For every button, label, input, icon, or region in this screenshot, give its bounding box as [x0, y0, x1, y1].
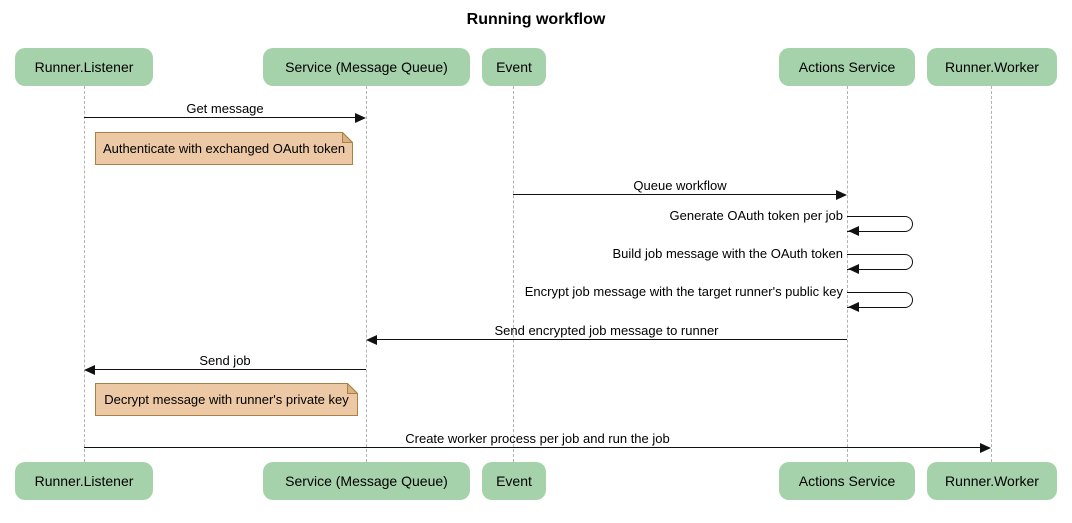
message-label-generate-oauth-token: Generate OAuth token per job	[669, 208, 843, 223]
lifeline-runner-worker	[991, 86, 992, 462]
diagram-title: Running workflow	[466, 11, 606, 28]
self-loop-build-job-message	[847, 254, 913, 270]
actor-box-runner-worker-top: Runner.Worker	[927, 48, 1057, 86]
message-line-create-worker	[84, 447, 981, 448]
message-line-queue-workflow	[513, 194, 837, 195]
message-label-build-job-message: Build job message with the OAuth token	[612, 246, 843, 261]
message-line-send-encrypted-job	[376, 339, 847, 340]
arrowhead-right-icon	[836, 190, 847, 200]
message-label-encrypt-job-message: Encrypt job message with the target runn…	[524, 284, 843, 299]
lifeline-event	[513, 86, 514, 462]
arrowhead-left-icon	[366, 335, 377, 345]
note-authenticate: Authenticate with exchanged OAuth token	[95, 132, 353, 165]
lifeline-actions-service	[846, 86, 848, 462]
self-loop-encrypt-job-message	[847, 292, 913, 308]
note-shape-icon	[95, 383, 358, 416]
actor-box-event-bottom: Event	[482, 462, 546, 500]
actor-box-actions-service-top: Actions Service	[779, 48, 915, 86]
note-decrypt: Decrypt message with runner's private ke…	[95, 383, 358, 416]
actor-box-runner-worker-bottom: Runner.Worker	[927, 462, 1057, 500]
actor-box-actions-service-bottom: Actions Service	[779, 462, 915, 500]
message-line-send-job	[94, 369, 366, 370]
message-label-create-worker: Create worker process per job and run th…	[405, 431, 670, 446]
self-loop-generate-oauth-token	[847, 216, 913, 232]
lifeline-runner-listener	[83, 86, 85, 462]
note-text: Authenticate with exchanged OAuth token	[102, 141, 346, 156]
actor-box-event-top: Event	[482, 48, 546, 86]
note-shape-icon	[95, 132, 353, 165]
message-label-queue-workflow: Queue workflow	[633, 178, 727, 193]
message-label-send-encrypted-job: Send encrypted job message to runner	[494, 323, 719, 338]
actor-box-service-message-queue-top: Service (Message Queue)	[263, 48, 470, 86]
actor-box-service-message-queue-bottom: Service (Message Queue)	[263, 462, 470, 500]
arrowhead-left-icon	[84, 365, 95, 375]
arrowhead-right-icon	[355, 113, 366, 123]
note-text: Decrypt message with runner's private ke…	[104, 392, 349, 407]
message-label-send-job: Send job	[199, 353, 251, 368]
arrowhead-left-icon	[848, 226, 859, 236]
arrowhead-left-icon	[848, 302, 859, 312]
actor-box-runner-listener-top: Runner.Listener	[15, 48, 153, 86]
arrowhead-left-icon	[848, 264, 859, 274]
actor-box-runner-listener-bottom: Runner.Listener	[15, 462, 153, 500]
message-line-get-message	[84, 117, 356, 118]
lifeline-service-message-queue	[365, 86, 367, 462]
message-label-get-message: Get message	[186, 101, 264, 116]
arrowhead-right-icon	[980, 443, 991, 453]
